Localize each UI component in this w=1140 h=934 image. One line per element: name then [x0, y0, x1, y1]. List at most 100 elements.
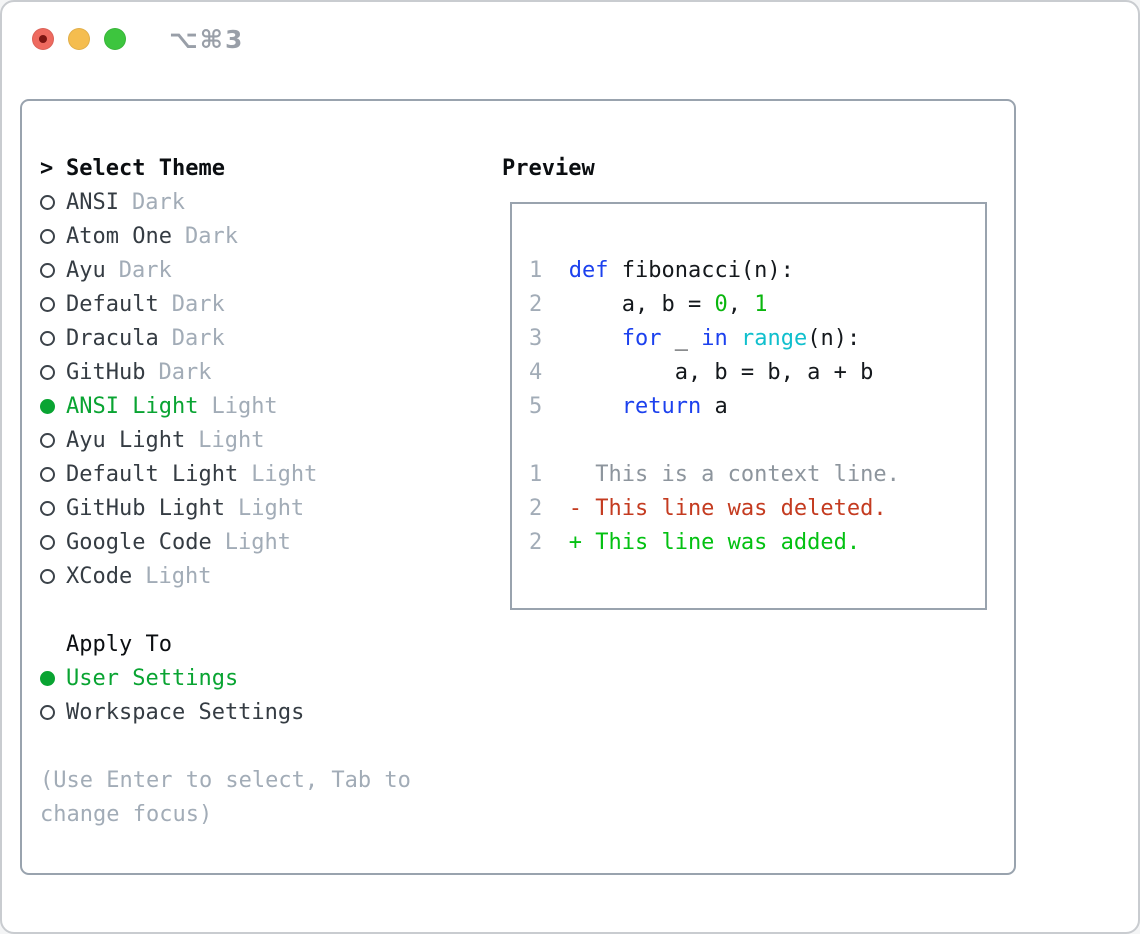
- code-token: [728, 326, 741, 351]
- help-text-line-2: change focus): [40, 801, 213, 827]
- theme-option-variant: Light: [211, 393, 278, 419]
- apply-to-option-label: Workspace Settings: [66, 699, 305, 725]
- radio-icon: [40, 364, 55, 380]
- theme-option-variant: Dark: [131, 189, 185, 215]
- apply-to-header-row: Apply To: [40, 627, 411, 661]
- code-token: range: [740, 325, 808, 351]
- theme-option-label: Ayu: [66, 257, 106, 283]
- theme-option-variant: Dark: [158, 359, 212, 385]
- apply-to-option[interactable]: User Settings: [40, 661, 411, 695]
- code-line: 3 for _ in range(n):: [529, 321, 900, 355]
- code-token: + This line was added.: [568, 529, 861, 555]
- code-token: return: [621, 393, 702, 419]
- close-dot-icon: [39, 35, 47, 43]
- theme-option-label: ANSI: [66, 189, 119, 215]
- apply-to-option-label: User Settings: [66, 665, 239, 691]
- code-line: 2 a, b = 0, 1: [529, 287, 900, 321]
- theme-option-label: GitHub Light: [66, 495, 225, 521]
- line-number: 2: [529, 291, 543, 317]
- theme-option[interactable]: ANSI Dark: [40, 185, 411, 219]
- theme-option-variant: Dark: [171, 291, 225, 317]
- theme-option-label: XCode: [66, 563, 133, 589]
- code-line: 4 a, b = b, a + b: [529, 355, 900, 389]
- traffic-lights: [32, 28, 126, 50]
- code-token: for: [621, 325, 662, 351]
- theme-option-variant: Light: [145, 563, 212, 589]
- apply-to-title: Apply To: [66, 631, 172, 657]
- preview-title: Preview: [502, 155, 595, 181]
- code-line: [529, 423, 900, 457]
- zoom-button[interactable]: [104, 28, 126, 50]
- code-token: a: [701, 393, 728, 419]
- radio-icon: [40, 500, 55, 516]
- theme-option-label: Default Light: [66, 461, 239, 487]
- selection-caret: >: [40, 155, 54, 181]
- minimize-button[interactable]: [68, 28, 90, 50]
- theme-option-label: GitHub: [66, 359, 146, 385]
- preview-panel: [510, 202, 987, 610]
- theme-option-variant: Light: [224, 529, 291, 555]
- apply-to-option[interactable]: Workspace Settings: [40, 695, 411, 729]
- code-token: 1: [754, 291, 768, 317]
- code-line: 2 + This line was added.: [529, 525, 900, 559]
- code-token: def: [568, 257, 609, 283]
- code-token: a, b = b, a + b: [568, 359, 874, 385]
- code-line: 1 def fibonacci(n):: [529, 253, 900, 287]
- line-number: 2: [529, 495, 543, 521]
- theme-option-variant: Dark: [171, 325, 225, 351]
- code-line: 5 return a: [529, 389, 900, 423]
- code-token: This is a context line.: [568, 461, 900, 487]
- theme-option[interactable]: XCode Light: [40, 559, 411, 593]
- radio-icon: [40, 330, 55, 346]
- window-title: ⌥⌘3: [169, 24, 245, 54]
- theme-option[interactable]: Default Dark: [40, 287, 411, 321]
- line-number: 1: [529, 257, 543, 283]
- help-text-line-1: (Use Enter to select, Tab to: [40, 767, 411, 793]
- spacer: [40, 729, 411, 763]
- radio-icon: [40, 432, 55, 448]
- code-token: (n):: [807, 325, 861, 351]
- code-line: 2 - This line was deleted.: [529, 491, 900, 525]
- code-token: - This line was deleted.: [568, 495, 887, 521]
- radio-selected-icon: [40, 398, 55, 414]
- line-number: 4: [529, 359, 543, 385]
- line-number: 2: [529, 529, 543, 555]
- code-line: 1 This is a context line.: [529, 457, 900, 491]
- code-token: in: [701, 325, 728, 351]
- code-token: [569, 394, 622, 419]
- code-token: 0: [714, 291, 728, 317]
- line-number: 3: [529, 325, 543, 351]
- theme-option-label: Ayu Light: [66, 427, 186, 453]
- code-token: a, b =: [568, 291, 715, 317]
- theme-option[interactable]: GitHub Dark: [40, 355, 411, 389]
- theme-option-label: Default: [66, 291, 159, 317]
- radio-icon: [40, 262, 55, 278]
- radio-icon: [40, 296, 55, 312]
- theme-option-label: Atom One: [66, 223, 172, 249]
- theme-option-variant: Light: [198, 427, 265, 453]
- code-token: _: [661, 325, 702, 351]
- code-token: [569, 326, 622, 351]
- code-token: ,: [727, 291, 755, 317]
- theme-option[interactable]: GitHub Light Light: [40, 491, 411, 525]
- spacer: [40, 593, 411, 627]
- code-token: fibonacci(n):: [608, 257, 794, 283]
- close-button[interactable]: [32, 28, 54, 50]
- line-number: 1: [529, 461, 543, 487]
- theme-option[interactable]: Ayu Light Light: [40, 423, 411, 457]
- radio-icon: [40, 228, 55, 244]
- radio-icon: [40, 194, 55, 210]
- theme-option-variant: Light: [237, 495, 305, 521]
- line-number: 5: [529, 393, 543, 419]
- theme-list-title: Select Theme: [66, 155, 225, 181]
